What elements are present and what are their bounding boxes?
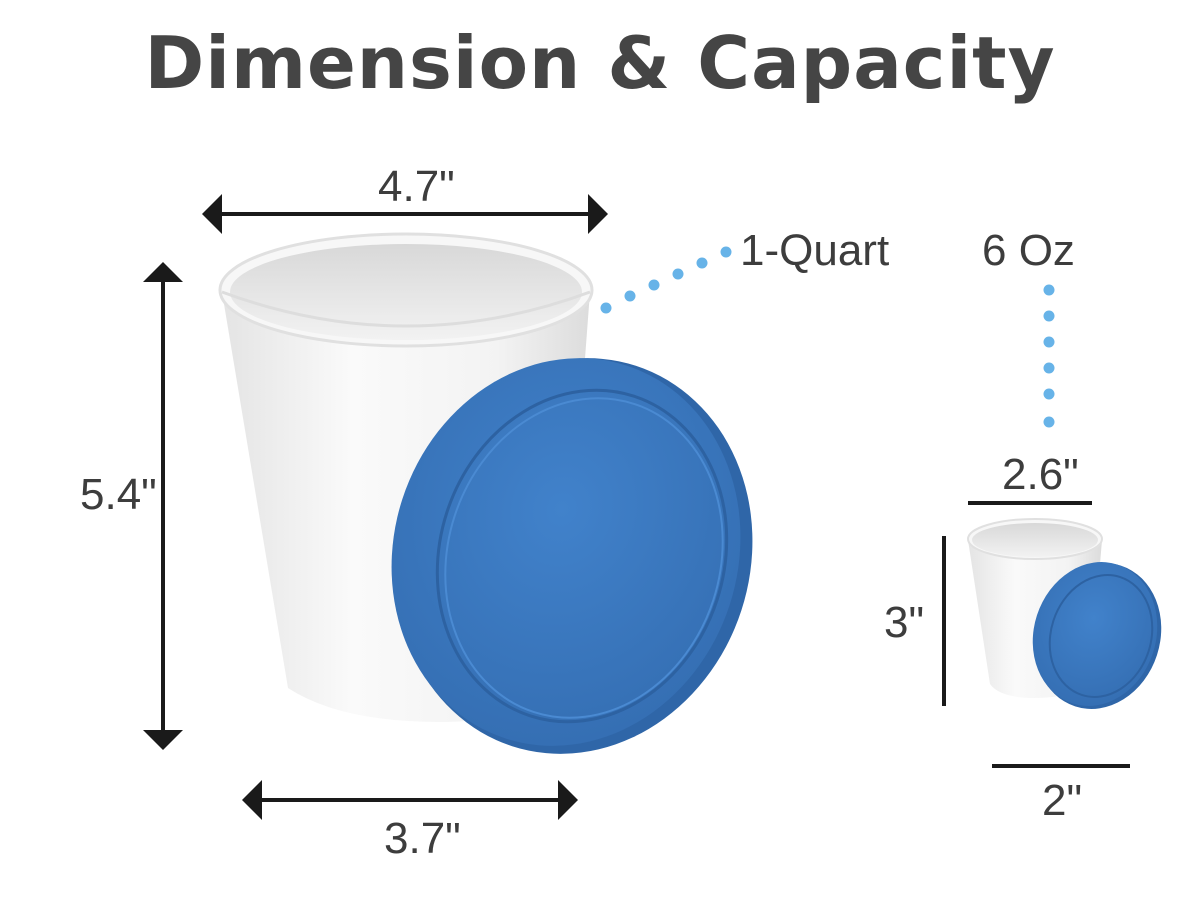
bottom-width-arrow [242,780,578,820]
quart-dotted-leader [600,246,732,314]
large-capacity-label: 1-Quart [740,226,890,275]
large-top-width-label: 4.7" [378,162,455,211]
small-top-width-label: 2.6" [1002,450,1079,499]
ounce-dotted-leader [1043,284,1055,428]
top-width-arrow [202,194,608,234]
large-lid [391,358,753,754]
page-title: Dimension & Capacity [144,21,1056,105]
large-height-label: 5.4" [80,470,157,519]
height-arrow [143,262,183,750]
small-bottom-width-label: 2" [1042,776,1083,825]
small-height-label: 3" [884,598,925,647]
small-lid [1032,562,1162,709]
large-bottom-width-label: 3.7" [384,814,461,863]
small-capacity-label: 6 Oz [982,226,1075,275]
